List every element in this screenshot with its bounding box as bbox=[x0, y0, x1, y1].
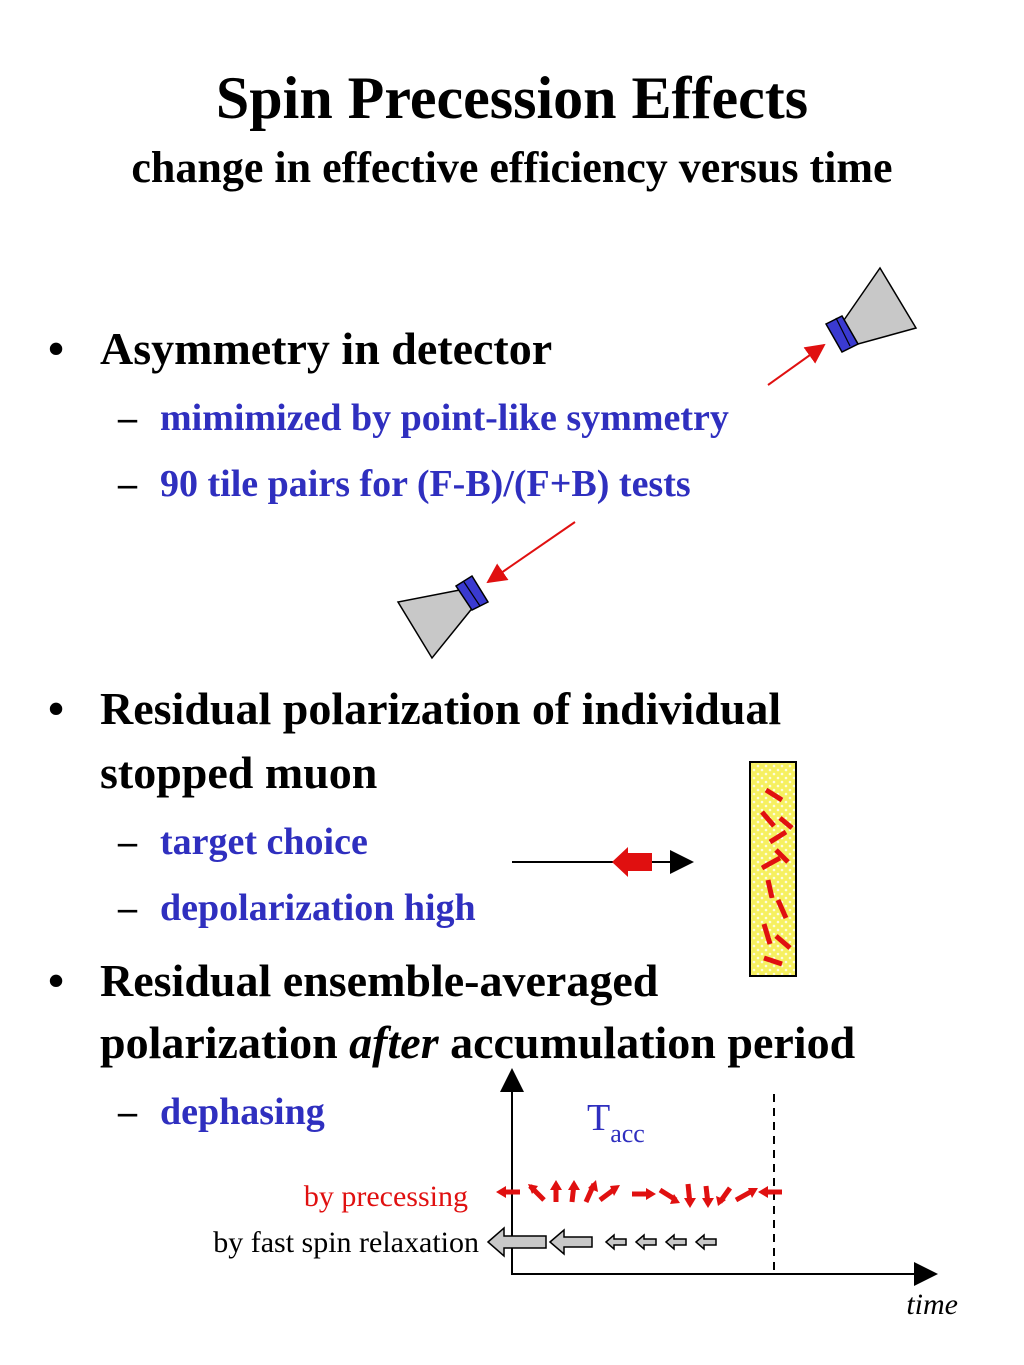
bullet-marker: • bbox=[48, 323, 65, 374]
dash-marker: – bbox=[118, 463, 137, 505]
sub-tile-pairs: 90 tile pairs for (F-B)/(F+B) tests bbox=[160, 463, 691, 505]
sub-dephasing: dephasing bbox=[160, 1091, 325, 1133]
target-spin-arrows bbox=[760, 787, 794, 967]
dash-marker: – bbox=[118, 397, 137, 439]
relaxation-label: by fast spin relaxation bbox=[213, 1226, 479, 1259]
dash-marker: – bbox=[118, 821, 137, 863]
detector-lower bbox=[396, 574, 490, 660]
dash-marker: – bbox=[118, 1091, 137, 1133]
bullet-asymmetry: Asymmetry in detector bbox=[100, 323, 553, 374]
emphasis-after: after bbox=[349, 1017, 439, 1068]
target-box bbox=[749, 761, 797, 977]
sub-target-choice: target choice bbox=[160, 821, 368, 863]
page-subtitle: change in effective efficiency versus ti… bbox=[131, 143, 893, 192]
spin-arrow-big bbox=[612, 847, 652, 877]
decay-arrow-upper bbox=[767, 343, 826, 386]
page-title: Spin Precession Effects bbox=[215, 65, 809, 131]
tacc-subscript: acc bbox=[610, 1119, 645, 1148]
bullet-residual-individual-line1: Residual polarization of individual bbox=[100, 683, 782, 734]
detector-upper bbox=[824, 266, 918, 353]
precessing-label: by precessing bbox=[304, 1180, 468, 1213]
sub-depolarization: depolarization high bbox=[160, 887, 476, 929]
dash-marker: – bbox=[118, 887, 137, 929]
decay-arrow-lower bbox=[486, 521, 576, 584]
sub-point-symmetry: mimimized by point-like symmetry bbox=[160, 397, 729, 439]
bullet-ensemble-line2: polarization after accumulation period bbox=[100, 1017, 856, 1068]
precessing-arrowheads bbox=[496, 1180, 768, 1208]
bullet-ensemble-line1: Residual ensemble-averaged bbox=[100, 955, 659, 1006]
tacc-label: Tacc bbox=[587, 1097, 645, 1148]
precessing-arrows bbox=[500, 1182, 782, 1205]
tacc-main: T bbox=[587, 1097, 610, 1139]
bullet-marker: • bbox=[48, 955, 65, 1006]
relaxation-arrows bbox=[486, 1226, 717, 1258]
bullet-residual-individual-line2: stopped muon bbox=[100, 747, 378, 798]
time-axis-label: time bbox=[906, 1288, 958, 1321]
bullet-marker: • bbox=[48, 683, 65, 734]
